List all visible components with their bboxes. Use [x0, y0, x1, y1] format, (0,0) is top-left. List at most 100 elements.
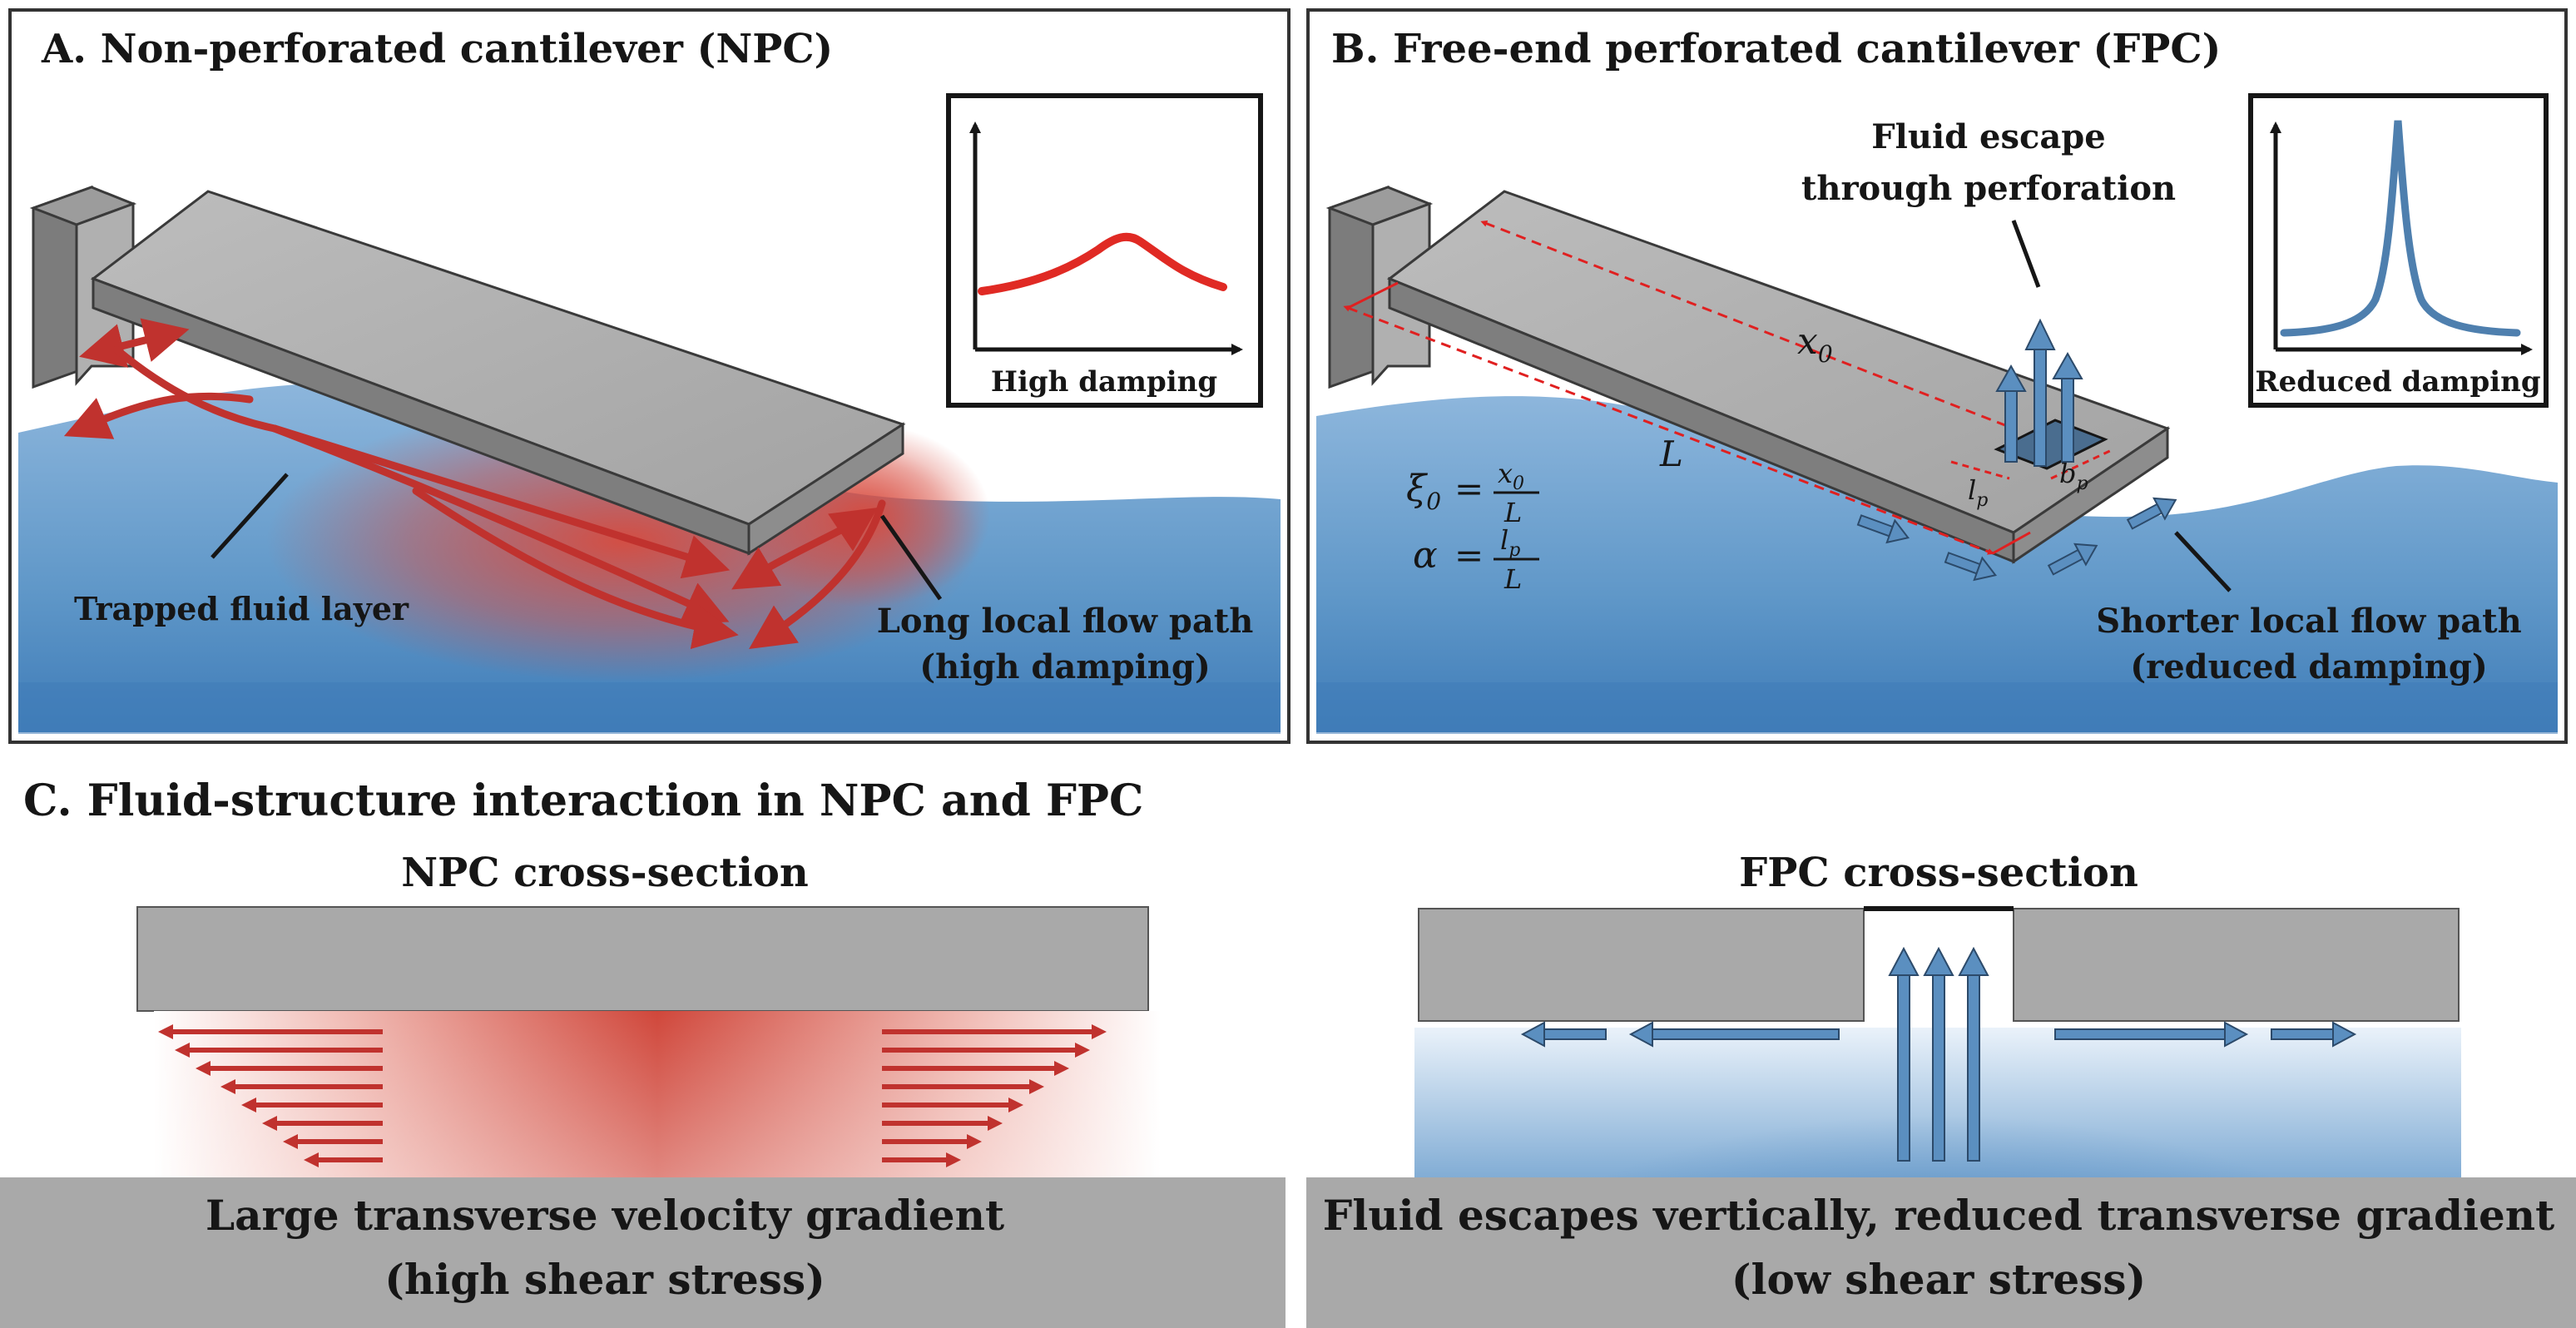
blue-up-arrow [1995, 364, 2027, 463]
npc-flow-arrows [63, 318, 886, 650]
fpc-dimensions [1343, 220, 2114, 555]
xi0-equation: ξ0 = x0 L [1406, 458, 1539, 528]
red-shear-arrowhead [1008, 1098, 1023, 1112]
npc-cross-section: NPC cross-section Large transverse veloc… [0, 850, 1286, 1328]
xi0-denominator: L [1503, 497, 1522, 528]
fpc-cross-section-title: FPC cross-section [1739, 850, 2138, 896]
inset-frame [946, 93, 1263, 408]
blue-flow-arrow [2047, 543, 2098, 576]
red-shear-arrowhead [1054, 1061, 1069, 1076]
red-shear-arrowhead [158, 1024, 173, 1039]
blue-horizontal-arrow [2054, 1021, 2249, 1048]
red-shear-arrowhead [241, 1098, 256, 1112]
escape-arrows [1995, 318, 2083, 467]
fpc-beam-end [2012, 426, 2169, 564]
fpc-caption-2: (low shear stress) [1731, 1255, 2146, 1304]
red-arrow [63, 392, 254, 439]
red-arrow [749, 499, 886, 649]
blue-horizontal-arrow [2271, 1021, 2357, 1048]
panel-c-title: C. Fluid-structure interaction in NPC an… [23, 775, 1143, 826]
fpc-substrate [1306, 1177, 2576, 1328]
npc-cross-section-title: NPC cross-section [401, 850, 809, 896]
bp-label: bp [2059, 458, 2088, 494]
npc-velocity-field-fade [154, 1011, 1161, 1177]
red-shear-arrowhead [283, 1134, 298, 1149]
escape-label-1: Fluid escape [1871, 117, 2105, 156]
red-arrow [412, 487, 739, 650]
alpha-equation: α = lp L [1413, 524, 1539, 595]
blue-vertical-arrow [1958, 946, 1989, 1162]
equals-sign: = [1454, 535, 1484, 576]
npc-substrate [0, 1177, 1286, 1328]
npc-caption-2: (high shear stress) [384, 1255, 825, 1304]
fpc-damping-inset: Reduced damping [2248, 93, 2549, 408]
alpha-denominator: L [1503, 563, 1522, 595]
fpc-flow-label-1: Shorter local flow path [2096, 602, 2521, 641]
red-shear-arrowhead [196, 1061, 211, 1076]
blue-horizontal-arrow [1628, 1021, 1840, 1048]
escape-label-2: through perforation [1801, 169, 2176, 208]
fpc-beam-right [2013, 908, 2460, 1022]
lp-label: lp [1968, 474, 1988, 511]
npc-caption-1: Large transverse velocity gradient [206, 1191, 1004, 1240]
npc-flow-label-1: Long local flow path [877, 602, 1254, 641]
lp-dimension [1950, 460, 2010, 480]
blue-flow-arrow [1944, 552, 1998, 582]
panel-b: B. Free-end perforated cantilever (FPC) … [1306, 8, 2568, 744]
red-arrow [79, 318, 190, 368]
fpc-flow-leader-line [2174, 531, 2232, 592]
equals-sign: = [1454, 468, 1484, 509]
red-shear-arrowhead [1092, 1024, 1107, 1039]
fpc-flow-label-2: (reduced damping) [2130, 647, 2488, 686]
xi0-symbol: ξ0 [1406, 468, 1441, 515]
npc-shear-arrows [158, 1024, 1107, 1167]
fpc-beam-left [1418, 908, 1865, 1022]
panel-a-title: A. Non-perforated cantilever (NPC) [41, 26, 833, 72]
length-tick [1992, 531, 2031, 555]
xi0-numerator: x0 [1498, 458, 1524, 494]
escape-leader-line [2011, 220, 2041, 288]
blue-up-arrow [2024, 318, 2056, 467]
red-arrow [731, 508, 878, 590]
sharp-resonance-curve [2280, 120, 2521, 337]
red-shear-arrowhead [1029, 1079, 1044, 1094]
inset-label: Reduced damping [2255, 365, 2540, 399]
red-arrow [112, 345, 731, 579]
alpha-numerator: lp [1500, 524, 1520, 561]
trapped-leader-line [211, 473, 289, 559]
inset-label: High damping [991, 365, 1217, 399]
red-shear-arrowhead [262, 1116, 277, 1131]
length-tick [1347, 281, 1399, 310]
fpc-cross-section: FPC cross-section Fluid escapes vertical… [1306, 850, 2576, 1328]
length-label: L [1659, 434, 1683, 474]
panel-b-fluid-floor [1316, 682, 2558, 734]
red-shear-arrowhead [220, 1079, 235, 1094]
npc-beam-cross-section [136, 906, 1149, 1012]
length-dimension [1343, 305, 1994, 555]
red-shear-arrowhead [946, 1152, 961, 1167]
red-shear-arrowhead [304, 1152, 319, 1167]
blue-horizontal-arrow [1520, 1021, 1607, 1048]
panel-c: C. Fluid-structure interaction in NPC an… [0, 775, 2576, 1328]
x0-label: x0 [1797, 320, 1833, 368]
blue-flow-arrow [1856, 514, 1910, 544]
fpc-flow-arrows [1520, 946, 2357, 1162]
panel-b-title: B. Free-end perforated cantilever (FPC) [1331, 26, 2221, 72]
red-shear-arrowhead [967, 1134, 982, 1149]
red-arrow [270, 424, 730, 624]
red-shear-arrowhead [1075, 1043, 1090, 1058]
panel-a: A. Non-perforated cantilever (NPC) High … [8, 8, 1290, 744]
npc-flow-label-2: (high damping) [919, 647, 1211, 686]
panel-a-fluid-floor [18, 682, 1281, 734]
flow-leader-line [879, 514, 943, 601]
npc-damping-inset: High damping [946, 93, 1263, 408]
red-shear-arrowhead [988, 1116, 1003, 1131]
blue-up-arrow [2052, 351, 2083, 463]
broad-resonance-curve [978, 232, 1227, 295]
fpc-caption-1: Fluid escapes vertically, reduced transv… [1323, 1191, 2554, 1240]
blue-vertical-arrow [1888, 946, 1920, 1162]
blue-vertical-arrow [1923, 946, 1954, 1162]
alpha-symbol: α [1413, 534, 1438, 577]
fpc-side-arrows [1856, 497, 2177, 582]
